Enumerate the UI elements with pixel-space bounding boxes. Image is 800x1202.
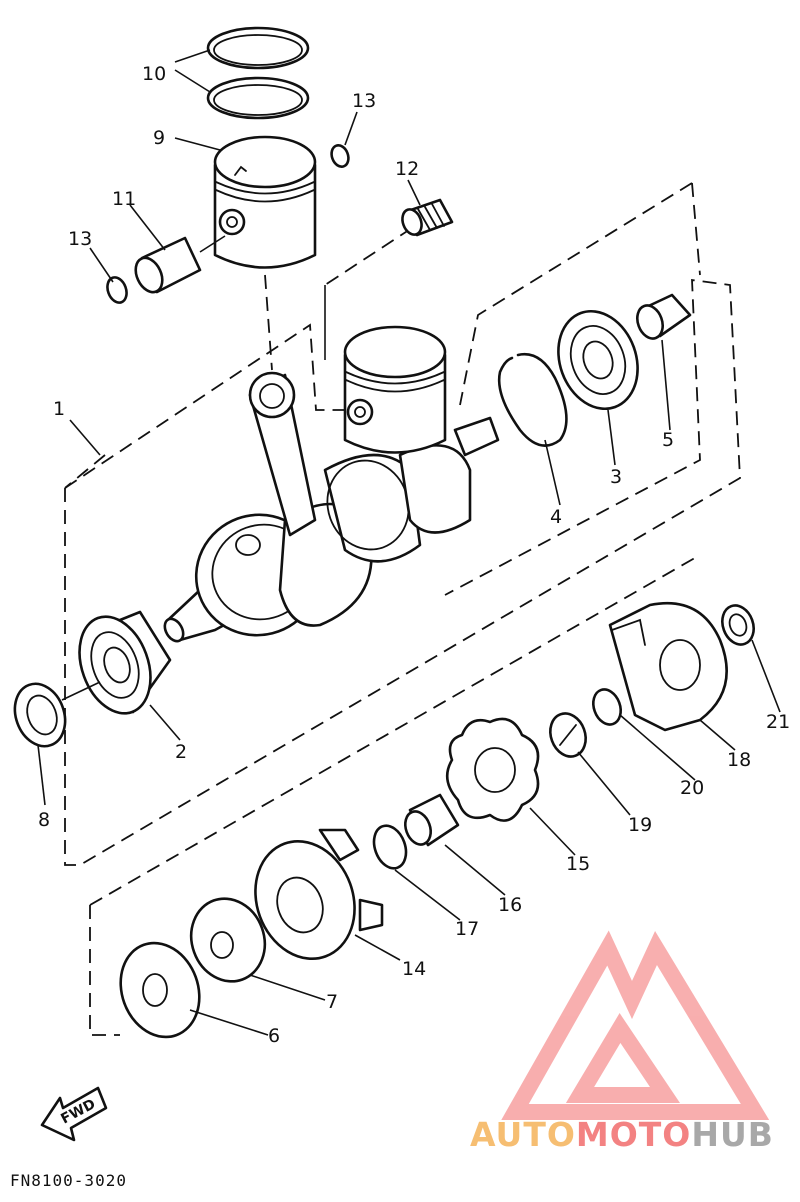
spring-seat <box>189 897 267 983</box>
main-bearing-right <box>557 309 639 411</box>
rubber-damper <box>445 717 540 822</box>
main-bearing-left <box>61 610 172 715</box>
watermark-triangle-icon <box>501 930 770 1120</box>
ring-clip <box>497 352 568 447</box>
o-ring-large <box>372 824 408 870</box>
crankshaft <box>163 371 500 643</box>
brand-hub: HUB <box>691 1115 774 1154</box>
callout-13-lower: 13 <box>68 228 92 250</box>
watermark-logo: AUTOMOTOHUB <box>470 930 774 1154</box>
callout-19: 19 <box>628 814 652 836</box>
callout-5: 5 <box>662 429 674 451</box>
fixed-sheave <box>254 828 384 961</box>
cap-bolt <box>549 712 587 758</box>
leader-lines <box>37 49 781 1036</box>
callout-9: 9 <box>153 127 165 149</box>
piston-upper <box>213 135 317 269</box>
damper-sleeve <box>404 793 460 847</box>
callout-7: 7 <box>326 991 338 1013</box>
forward-direction-arrow: FWD <box>40 1086 108 1142</box>
callout-17: 17 <box>455 918 479 940</box>
callout-12: 12 <box>395 158 419 180</box>
callout-10: 10 <box>142 63 166 85</box>
guide-line-bearing <box>324 227 413 286</box>
oil-seal-left <box>13 682 67 748</box>
piston-pin <box>134 235 226 294</box>
piston-rings <box>206 26 310 120</box>
callout-4: 4 <box>550 506 562 528</box>
needle-bearing <box>401 198 454 237</box>
callout-numbers: 10 9 13 11 12 13 1 5 3 4 2 21 18 20 8 19… <box>38 63 790 1047</box>
o-ring-small <box>592 688 622 726</box>
assembly-outline-primary-sheave <box>89 554 701 1036</box>
brand-auto: AUTO <box>470 1115 576 1154</box>
callout-2: 2 <box>175 741 187 763</box>
figure-code: FN8100-3020 <box>10 1171 127 1190</box>
drive-dog <box>608 601 728 732</box>
callout-20: 20 <box>680 777 704 799</box>
assembly-outline-crank <box>64 182 741 866</box>
callout-16: 16 <box>498 894 522 916</box>
brand-moto: MOTO <box>576 1115 691 1154</box>
callout-11: 11 <box>112 188 136 210</box>
callout-21: 21 <box>766 711 790 733</box>
callout-6: 6 <box>268 1025 280 1047</box>
callout-1: 1 <box>53 398 65 420</box>
callout-18: 18 <box>727 749 751 771</box>
washer <box>721 604 755 646</box>
circlip-left <box>106 276 128 304</box>
collar <box>636 293 692 340</box>
callout-14: 14 <box>402 958 426 980</box>
guide-line-piston-pin <box>264 274 273 371</box>
callout-3: 3 <box>610 466 622 488</box>
circlip-right <box>330 144 350 168</box>
watermark-text: AUTOMOTOHUB <box>470 1115 774 1154</box>
callout-15: 15 <box>566 853 590 875</box>
callout-8: 8 <box>38 809 50 831</box>
piston-lower <box>343 325 447 454</box>
thrust-washer <box>119 941 201 1039</box>
callout-13-upper: 13 <box>352 90 376 112</box>
